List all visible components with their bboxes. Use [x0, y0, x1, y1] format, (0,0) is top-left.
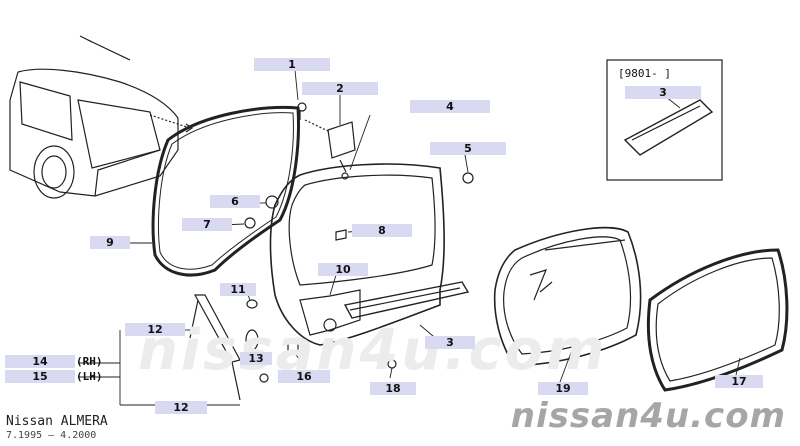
finisher-garnish [343, 281, 470, 319]
production-dates: 7.1995 — 4.2000 [6, 430, 97, 441]
callout-12-top[interactable]: 12 [125, 323, 185, 336]
leader-lines [78, 69, 741, 406]
weatherstrip-outline [151, 106, 300, 277]
watermark: nissan4u.com [510, 396, 786, 436]
callout-1[interactable]: 1 [254, 58, 330, 71]
callout-3[interactable]: 3 [425, 336, 475, 349]
gas-struts [189, 294, 269, 401]
callout-5[interactable]: 5 [430, 142, 506, 155]
callout-4[interactable]: 4 [410, 100, 490, 113]
callout-7[interactable]: 7 [182, 218, 232, 231]
callout-13[interactable]: 13 [240, 352, 272, 365]
callout-12-bottom[interactable]: 12 [155, 401, 207, 414]
callout-17[interactable]: 17 [715, 375, 763, 388]
small-hardware [244, 172, 474, 369]
label-lh: (LH) [76, 370, 103, 383]
back-door-panel [269, 163, 445, 346]
callout-14[interactable]: 14 [5, 355, 75, 368]
hinge-assembly [297, 102, 356, 180]
model-name: Nissan ALMERA [6, 414, 108, 429]
callout-8[interactable]: 8 [352, 224, 412, 237]
callout-10[interactable]: 10 [318, 263, 368, 276]
inset-garnish [623, 99, 714, 156]
callout-2[interactable]: 2 [302, 82, 378, 95]
inset-box [606, 59, 723, 181]
callout-6[interactable]: 6 [210, 195, 260, 208]
back-window-glass [493, 226, 642, 367]
glass-seal [646, 248, 789, 392]
callout-19[interactable]: 19 [538, 382, 588, 395]
callout-15[interactable]: 15 [5, 370, 75, 383]
callout-16[interactable]: 16 [278, 370, 330, 383]
callout-11[interactable]: 11 [220, 283, 256, 296]
watermark-faint: nissan4u.com [138, 318, 608, 383]
callout-18[interactable]: 18 [370, 382, 416, 395]
inset-date-range: [9801- ] [618, 67, 671, 80]
callout-9[interactable]: 9 [90, 236, 130, 249]
car-illustration [9, 35, 194, 199]
callout-inset-3[interactable]: 3 [625, 86, 701, 99]
label-rh: (RH) [76, 355, 103, 368]
